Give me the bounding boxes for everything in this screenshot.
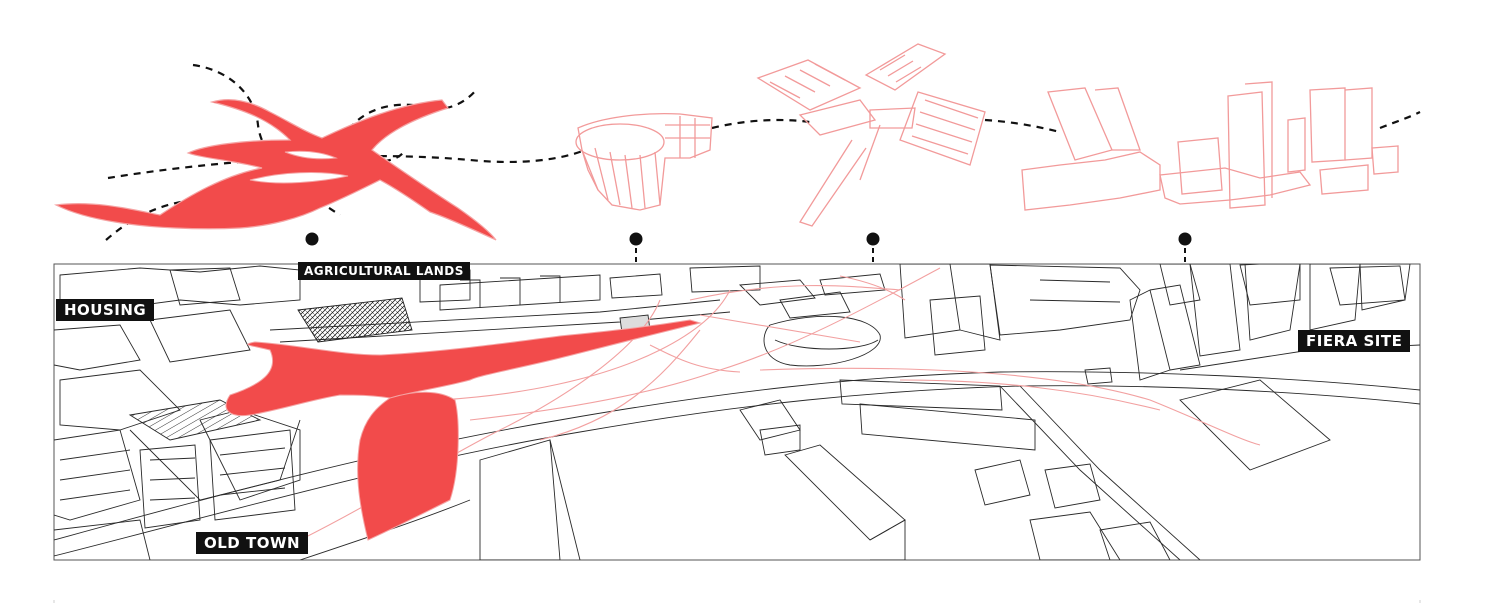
top-schematic-row <box>53 43 1421 350</box>
aerial-panel <box>53 263 1421 561</box>
leader-dot-icon <box>305 232 319 246</box>
fiera-site-label: FIERA SITE <box>1298 330 1411 352</box>
round-building-sketch <box>575 112 713 211</box>
mid-buildings <box>479 314 1331 560</box>
leader-markers <box>305 232 1192 350</box>
agricultural-ribbons <box>53 99 497 241</box>
leader-dot-icon <box>629 232 643 246</box>
panel-array-sketch <box>756 43 986 227</box>
fiera-towers <box>899 264 1411 381</box>
fiera-towers-sketch <box>1021 81 1399 211</box>
agricultural-flow <box>225 319 702 541</box>
housing-label: HOUSING <box>56 299 155 321</box>
old-town-label: OLD TOWN <box>196 532 309 554</box>
leader-dot-icon <box>1178 232 1192 246</box>
leader-dot-icon <box>866 232 880 246</box>
solar-field <box>297 297 413 343</box>
agricultural-lands-label: AGRICULTURAL LANDS <box>298 262 470 280</box>
